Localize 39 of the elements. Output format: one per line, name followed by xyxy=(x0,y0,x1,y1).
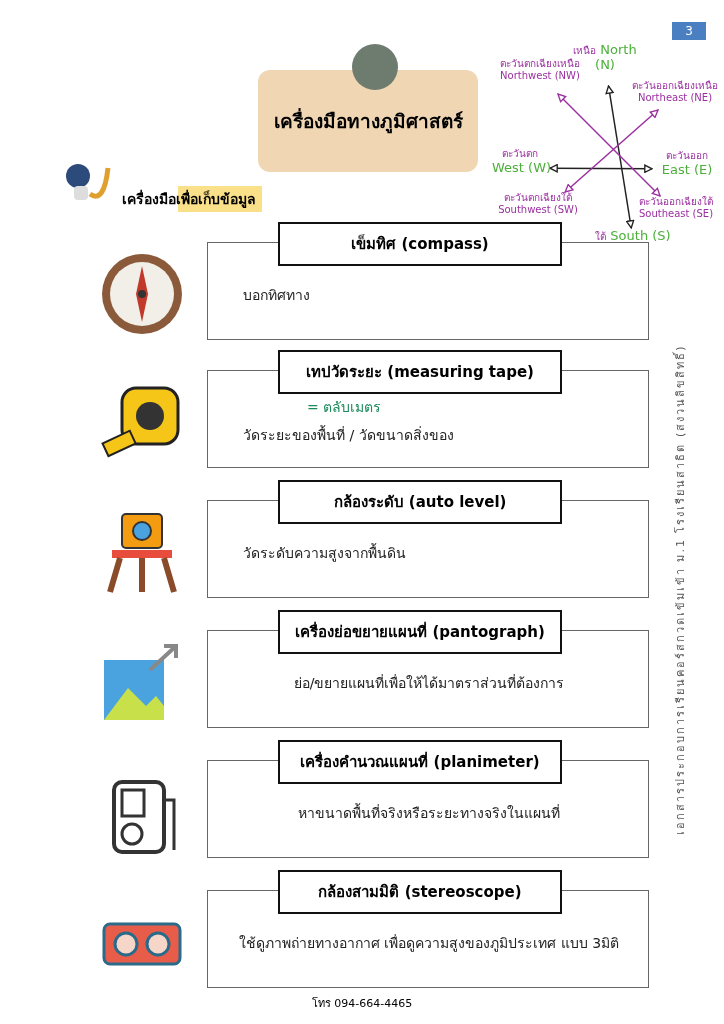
direction-label: South (S) xyxy=(610,228,671,243)
title-box: เครื่องมือทางภูมิศาสตร์ xyxy=(258,70,478,172)
direction-label: ตะวันออกเฉียงเหนือ xyxy=(632,80,718,92)
description: วัดระดับความสูงจากพื้นดิน xyxy=(242,542,407,564)
description: บอกทิศทาง xyxy=(242,286,311,305)
direction-label: Southeast (SE) xyxy=(637,208,715,220)
direction-label: ตะวันตกเฉียงใต้ xyxy=(503,192,573,204)
page-number: 3 xyxy=(672,22,706,40)
footer-text: โทร 094-664-4465 xyxy=(310,996,414,1012)
direction-label: North xyxy=(600,42,637,57)
description: ย่อ/ขยายแผนที่เพื่อให้ได้มาตราส่วนที่ต้องการ xyxy=(292,673,566,693)
tool-name: กล้องระดับ (auto level) xyxy=(278,480,562,524)
arrow xyxy=(564,109,659,193)
arrow xyxy=(605,85,635,229)
tool-name: เทปวัดระยะ (measuring tape) xyxy=(278,350,562,394)
direction-label: (N) xyxy=(595,57,615,72)
tool-name: เครื่องคำนวณแผนที่ (planimeter) xyxy=(278,740,562,784)
arrow xyxy=(557,93,661,197)
tool-name: กล้องสามมิติ (stereoscope) xyxy=(278,870,562,914)
direction-label: ตะวันตกเฉียงเหนือ xyxy=(499,58,581,70)
direction-label: West (W) xyxy=(492,160,552,175)
description: วัดระยะของพื้นที่ / วัดขนาดสิ่งของ xyxy=(242,424,455,445)
tool-name: เครื่องย่อขยายแผนที่ (pantograph) xyxy=(278,610,562,654)
direction-label: ใต้ xyxy=(595,231,607,243)
direction-label: เหนือ xyxy=(573,45,597,57)
direction-label: East (E) xyxy=(661,162,713,177)
section-heading: เครื่องมือเพื่อเก็บข้อมูล xyxy=(122,186,262,212)
direction-label: ตะวันออกเฉียงใต้ xyxy=(638,196,714,208)
direction-label: ตะวันออก xyxy=(666,150,708,162)
direction-label: Northeast (NE) xyxy=(636,92,714,104)
direction-label: ตะวันตก xyxy=(502,148,538,160)
tool-name: เข็มทิศ (compass) xyxy=(278,222,562,266)
description: ใช้ดูภาพถ่ายทางอากาศ เพื่อดูความสูงของภูมิประเทศ แบบ 3มิติ xyxy=(237,933,621,954)
direction-label: Southwest (SW) xyxy=(497,204,579,216)
description: หาขนาดพื้นที่จริงหรือระยะทางจริงในแผนที่ xyxy=(297,802,561,823)
side-note: เอกสารประกอบการเรียนคอร์สกวดเข้มเข้า ม.1 โรงเรียนสาธิต (สงวนลิขสิทธิ์) xyxy=(672,343,688,838)
arrow xyxy=(549,163,653,173)
direction-label: Northwest (NW) xyxy=(499,70,581,82)
handwritten-note: = ตลับเมตร xyxy=(307,398,382,417)
